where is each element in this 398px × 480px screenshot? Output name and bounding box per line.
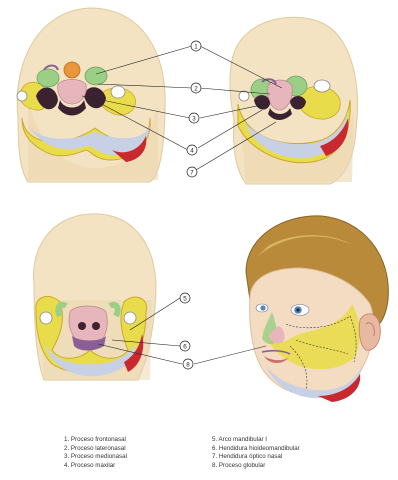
legend-item: 8. Proceso globular xyxy=(212,462,300,471)
legend-column-right: 5. Arco mandibular I 6. Hendidura hioide… xyxy=(212,436,300,470)
legend-item: 4. Proceso maxilar xyxy=(64,462,127,471)
legend-column-left: 1. Proceso frontonasal 2. Proceso latero… xyxy=(64,436,127,470)
embryo-face-development-figure: 1 2 3 4 7 5 6 8 xyxy=(0,0,398,430)
legend-item: 7. Hendidura óptico nasal xyxy=(212,453,300,462)
callout-4: 4 xyxy=(187,145,197,155)
legend: 1. Proceso frontonasal 2. Proceso latero… xyxy=(64,436,384,476)
child-head-illustration xyxy=(246,216,388,402)
legend-item: 5. Arco mandibular I xyxy=(212,436,300,445)
legend-item: 3. Proceso medionasal xyxy=(64,453,127,462)
callout-label: 7 xyxy=(190,169,194,176)
callout-5: 5 xyxy=(180,293,190,303)
legend-item: 2. Proceso lateronasal xyxy=(64,445,127,454)
legend-item: 1. Proceso frontonasal xyxy=(64,436,127,445)
callout-8: 8 xyxy=(183,359,193,369)
callout-3: 3 xyxy=(189,113,199,123)
callout-label: 1 xyxy=(194,43,198,50)
callout-6: 6 xyxy=(180,341,190,351)
callout-2: 2 xyxy=(191,83,201,93)
embryo-frontal-early xyxy=(17,8,165,182)
embryo-frontal-later xyxy=(33,214,156,380)
callout-7: 7 xyxy=(187,167,197,177)
embryo-oblique-early xyxy=(230,17,358,184)
callout-1: 1 xyxy=(191,41,201,51)
callout-label: 4 xyxy=(190,147,194,154)
callout-label: 3 xyxy=(192,115,196,122)
callout-label: 5 xyxy=(183,295,187,302)
callout-label: 2 xyxy=(194,85,198,92)
legend-item: 6. Hendidura hioideomandibular xyxy=(212,445,300,454)
callout-label: 8 xyxy=(186,361,190,368)
callout-label: 6 xyxy=(183,343,187,350)
